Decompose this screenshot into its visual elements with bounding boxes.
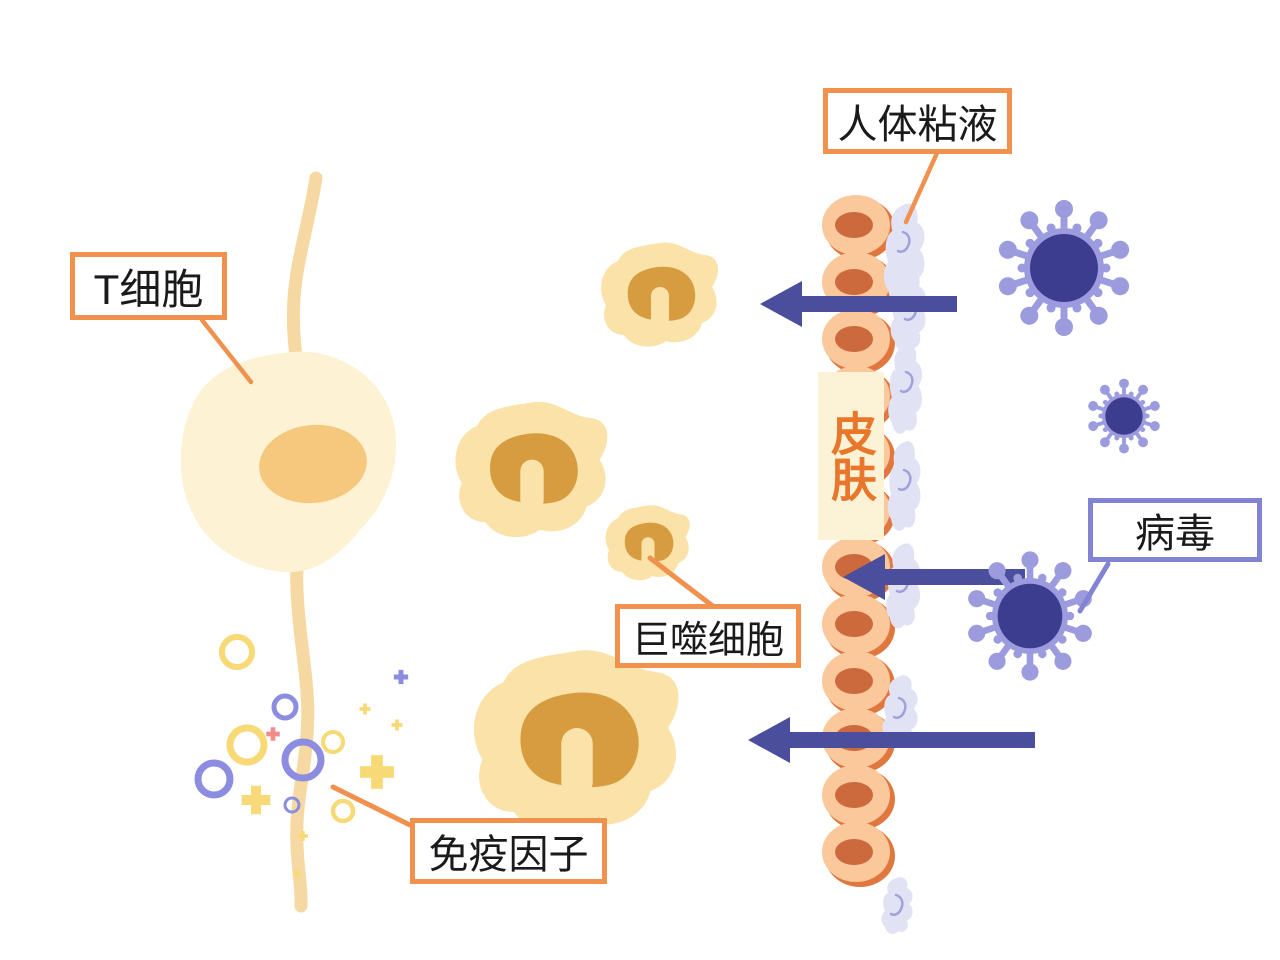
t-cell-label-box: T细胞	[70, 252, 227, 320]
virus-label: 病毒	[1135, 512, 1215, 556]
immune-factor-label: 免疫因子	[428, 833, 589, 877]
mucus-label-box: 人体粘液	[823, 88, 1012, 154]
t-cell-icon	[180, 351, 396, 573]
tissue-strand	[286, 171, 323, 913]
macrophage-icon	[455, 242, 718, 833]
macrophage-label-box: 巨噬细胞	[615, 604, 801, 668]
skin-label-panel: 皮肤	[818, 372, 884, 540]
mucus-label: 人体粘液	[837, 103, 998, 147]
t-cell-label: T细胞	[93, 265, 204, 313]
label-pointers	[199, 150, 1111, 828]
immune-factor-particles	[194, 634, 409, 879]
virus-icon	[966, 200, 1161, 681]
macrophage-label: 巨噬细胞	[631, 619, 784, 662]
blocked-arrow-icon	[748, 281, 1035, 763]
virus-label-box: 病毒	[1088, 498, 1262, 562]
immune-factor-label-box: 免疫因子	[410, 818, 607, 884]
skin-label: 皮肤	[825, 410, 877, 502]
